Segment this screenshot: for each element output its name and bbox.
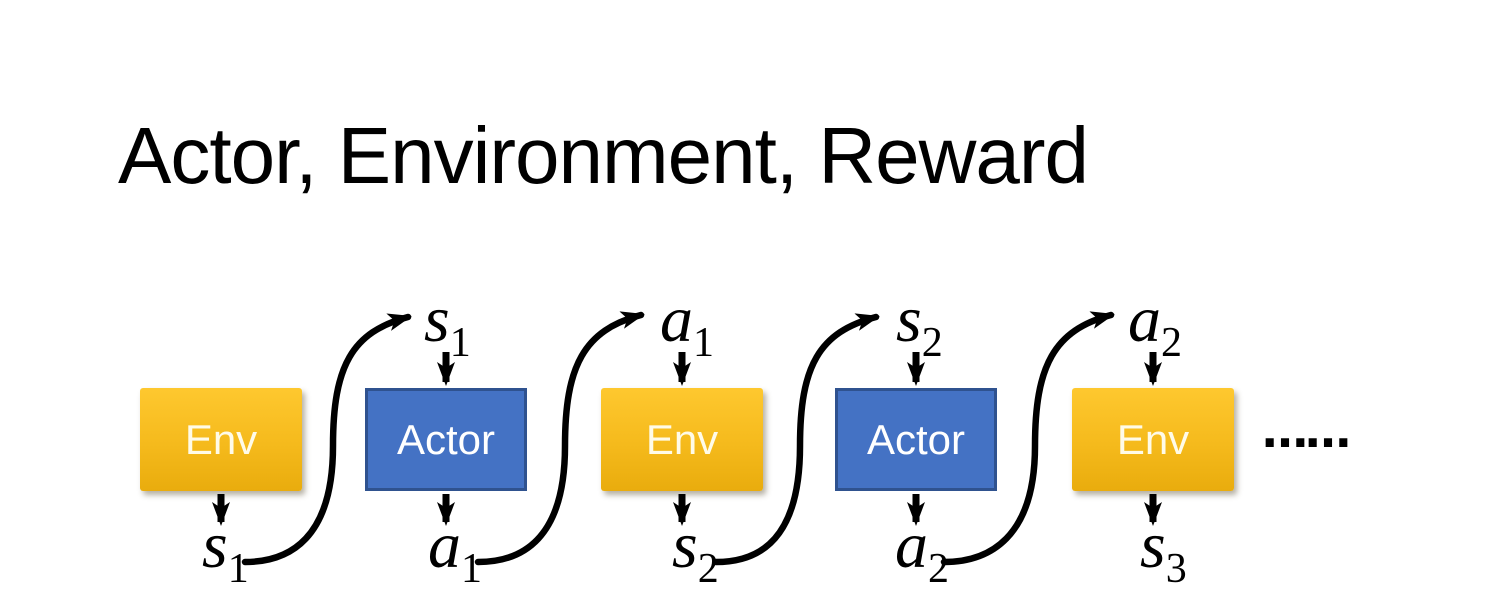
label-subscript: 1 — [227, 546, 249, 592]
label-base: a — [428, 509, 461, 582]
label-base: s — [424, 283, 450, 356]
label-base: a — [1128, 283, 1161, 356]
actor-box-2: Actor — [835, 388, 997, 491]
label-base: a — [660, 283, 693, 356]
env-box-2: Env — [601, 388, 763, 491]
label-base: a — [895, 509, 928, 582]
actor-box-1: Actor — [365, 388, 527, 491]
label-s2-top: s2 — [896, 287, 943, 365]
label-subscript: 1 — [693, 320, 714, 366]
label-a1-bottom: a1 — [428, 513, 482, 591]
env-box-1: Env — [140, 388, 302, 491]
label-subscript: 2 — [697, 546, 719, 592]
ellipsis-dots: …… — [1262, 404, 1351, 458]
label-s3-bottom: s3 — [1140, 513, 1187, 591]
label-subscript: 3 — [1165, 546, 1187, 592]
label-a2-top: a2 — [1128, 287, 1182, 365]
env-box-3: Env — [1072, 388, 1234, 491]
label-base: s — [1140, 509, 1166, 582]
label-subscript: 1 — [449, 320, 471, 366]
label-s1-bottom: s1 — [202, 513, 249, 591]
label-base: s — [202, 509, 228, 582]
slide-title: Actor, Environment, Reward — [118, 111, 1089, 200]
label-base: s — [896, 283, 922, 356]
label-s1-top: s1 — [424, 287, 471, 365]
label-subscript: 2 — [921, 320, 943, 366]
label-base: s — [672, 509, 698, 582]
label-a2-bottom: a2 — [895, 513, 949, 591]
label-subscript: 1 — [461, 546, 482, 592]
label-s2-bottom: s2 — [672, 513, 719, 591]
label-subscript: 2 — [1161, 320, 1182, 366]
label-a1-top: a1 — [660, 287, 714, 365]
label-subscript: 2 — [928, 546, 949, 592]
